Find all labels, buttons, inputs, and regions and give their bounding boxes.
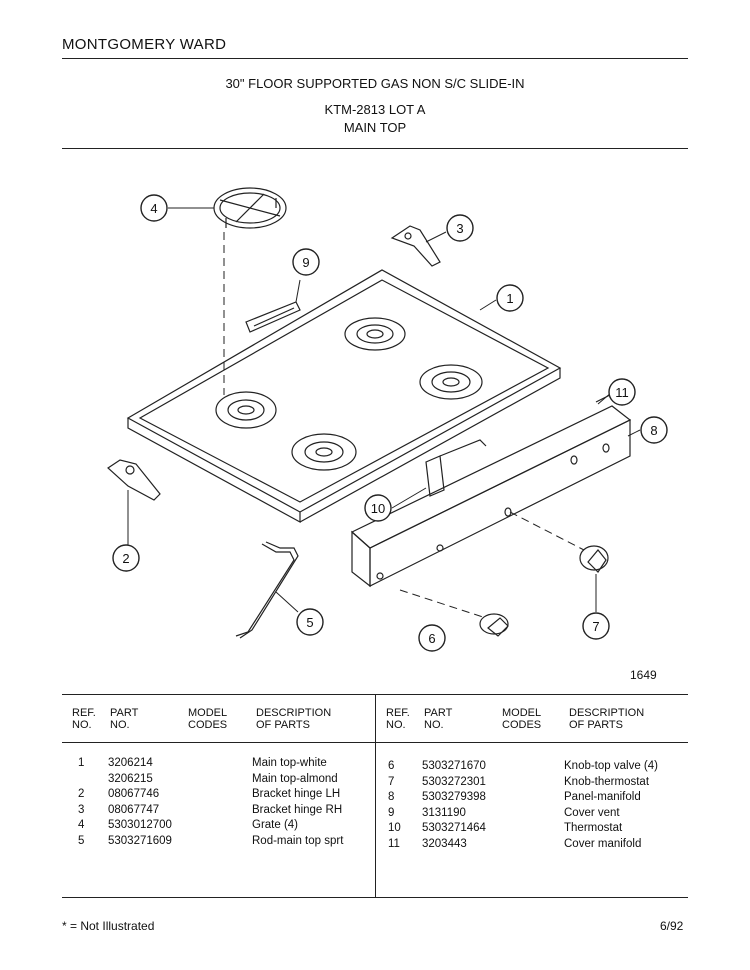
rod-main-top-support-part — [235, 541, 299, 639]
brand-divider — [62, 58, 688, 59]
col-header-ref-right: REF. NO. — [386, 707, 410, 731]
col-header-desc-right: DESCRIPTION OF PARTS — [569, 707, 645, 731]
callout-8: 8 — [640, 416, 668, 444]
exploded-parts-diagram: 1 2 3 4 5 6 7 8 9 10 11 — [107, 187, 668, 652]
ref-column-right: 6 7 8 9 10 11 — [388, 760, 401, 850]
callout-5: 5 — [296, 608, 324, 636]
description-column-left: Main top-white Main top-almond Bracket h… — [252, 757, 344, 847]
callout-10: 10 — [364, 494, 392, 522]
callout-3-label: 3 — [456, 221, 463, 236]
bracket-hinge-rh-part — [390, 225, 441, 267]
callout-4: 4 — [140, 194, 168, 222]
callout-8-label: 8 — [650, 423, 657, 438]
revision-date: 6/92 — [660, 919, 684, 933]
callout-leaders — [168, 207, 641, 509]
description-column-right: Knob-top valve (4) Knob-thermostat Panel… — [564, 760, 658, 850]
callout-3: 3 — [446, 214, 474, 242]
part-number-column-left: 3206214 3206215 08067746 08067747 530301… — [108, 757, 172, 847]
cover-vent-part — [245, 279, 301, 333]
callout-9: 9 — [292, 248, 320, 276]
callout-1-label: 1 — [506, 291, 513, 306]
brand-name: MONTGOMERY WARD — [62, 36, 227, 53]
part-number-column-right: 5303271670 5303272301 5303279398 3131190… — [422, 760, 486, 850]
col-header-part-left: PART NO. — [110, 707, 139, 731]
knob-thermostat-part — [509, 511, 609, 612]
callout-9-label: 9 — [302, 255, 309, 270]
document-title: 30" FLOOR SUPPORTED GAS NON S/C SLIDE-IN — [225, 76, 525, 91]
header-divider — [62, 148, 688, 149]
callout-7-label: 7 — [592, 619, 599, 634]
ref-column-left: 1 2 3 4 5 — [78, 757, 85, 847]
table-column-divider — [375, 694, 376, 897]
section-title: MAIN TOP — [343, 120, 407, 135]
callout-6-label: 6 — [428, 631, 435, 646]
figure-number: 1649 — [630, 668, 657, 682]
callout-2-label: 2 — [122, 551, 129, 566]
callout-6: 6 — [418, 624, 446, 652]
grate-part — [213, 187, 287, 395]
col-header-part-right: PART NO. — [424, 707, 453, 731]
model-lot: KTM-2813 LOT A — [324, 102, 426, 117]
table-bottom-border — [62, 897, 688, 898]
knob-top-valve-part — [399, 589, 509, 637]
col-header-desc-left: DESCRIPTION OF PARTS — [256, 707, 332, 731]
callout-1: 1 — [496, 284, 524, 312]
footnote: * = Not Illustrated — [62, 919, 155, 933]
col-header-model-left: MODEL CODES — [188, 707, 228, 731]
callout-11: 11 — [608, 378, 636, 406]
col-header-model-right: MODEL CODES — [502, 707, 542, 731]
callout-10-label: 10 — [371, 501, 385, 516]
col-header-ref-left: REF. NO. — [72, 707, 96, 731]
bracket-hinge-lh-part — [107, 459, 161, 546]
manifold-panel-part — [350, 393, 632, 588]
callout-2: 2 — [112, 544, 140, 572]
callout-5-label: 5 — [306, 615, 313, 630]
callout-11-label: 11 — [615, 385, 629, 400]
callout-4-label: 4 — [150, 201, 157, 216]
callout-7: 7 — [582, 612, 610, 640]
main-top-part — [126, 269, 562, 524]
